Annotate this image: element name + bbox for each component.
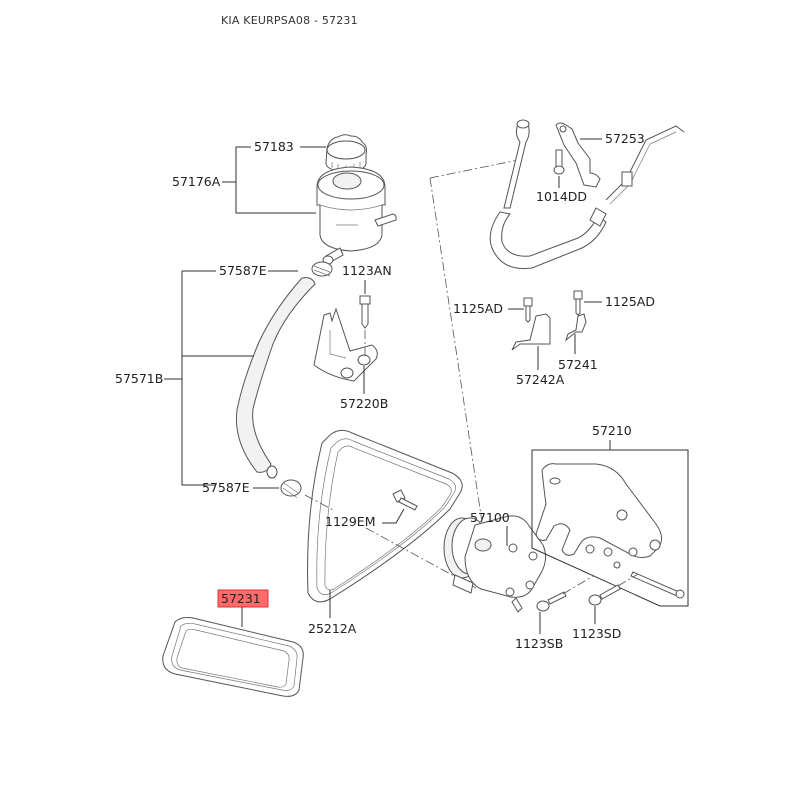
bracket-57253[interactable] [555,122,601,188]
clamp-top[interactable] [311,261,333,277]
bolt-long-57210[interactable] [630,571,685,599]
callout-57253: 57253 [580,131,645,146]
callout-1014DD: 1014DD [536,176,587,204]
reservoir-cap[interactable] [325,134,367,173]
svg-text:57210: 57210 [592,423,632,438]
svg-text:57571B: 57571B [115,371,163,386]
callout-57220B: 57220B [340,366,388,411]
svg-text:1123AN: 1123AN [342,263,392,278]
suction-hose[interactable] [235,277,316,479]
callout-57231-highlighted[interactable]: 57231 [217,589,269,627]
alignment-line [429,177,483,523]
callout-57242A: 57242A [516,346,565,387]
svg-text:57220B: 57220B [340,396,388,411]
diagram-title: KIA KEURPSA08 - 57231 [221,14,358,27]
alignment-line [304,494,336,512]
alignment-line [617,573,639,587]
pressure-hose[interactable] [489,119,607,270]
callout-1125AD-right: 1125AD [584,294,655,309]
svg-text:1125AD: 1125AD [453,301,503,316]
bracket-57210[interactable] [535,463,662,569]
svg-text:25212A: 25212A [308,621,357,636]
clip-57241[interactable] [564,313,587,342]
callout-1125AD-left: 1125AD [453,301,524,316]
power-steering-pump-57100[interactable] [443,515,547,613]
clamp-bottom[interactable] [280,479,302,499]
callout-57587E-bottom: 57587E [202,480,279,495]
svg-text:57183: 57183 [254,139,294,154]
svg-text:1123SB: 1123SB [515,636,563,651]
bolt-1123AN[interactable] [359,295,371,329]
bolt-1014DD[interactable] [553,149,565,175]
callout-57587E-top: 57587E [181,263,298,486]
callout-1123SD: 1123SD [572,606,621,641]
svg-text:1125AD: 1125AD [605,294,655,309]
callout-57176A: 57176A [172,174,236,189]
callout-57241: 57241 [558,334,598,372]
svg-text:57231: 57231 [221,591,261,606]
svg-text:57242A: 57242A [516,372,565,387]
bolt-1123SD[interactable] [588,584,621,606]
bracket-57210-frame [531,449,689,607]
svg-text:57241: 57241 [558,357,598,372]
svg-text:57587E: 57587E [202,480,250,495]
svg-text:1014DD: 1014DD [536,189,587,204]
callout-25212A: 25212A [308,590,357,636]
alignment-line [429,159,519,179]
bolt-1125AD-right[interactable] [573,290,583,316]
callout-57183: 57183 [235,139,326,214]
callout-1123AN: 1123AN [342,263,392,356]
bolt-1123SB[interactable] [536,591,567,612]
callout-57571B: 57571B [115,355,254,386]
bolt-1129EM[interactable] [392,489,418,511]
svg-text:57100: 57100 [470,510,510,525]
hard-pipe[interactable] [605,125,685,205]
clip-57242A[interactable] [511,313,551,351]
svg-text:1123SD: 1123SD [572,626,621,641]
bracket-57220B[interactable] [313,307,378,382]
alignment-line [562,575,594,595]
callout-1123SB: 1123SB [515,612,563,651]
drive-belt-25212A[interactable] [307,429,463,603]
svg-text:1129EM: 1129EM [325,514,376,529]
bolt-1125AD-left[interactable] [523,297,533,323]
reservoir-tank[interactable] [316,166,397,265]
svg-text:57587E: 57587E [219,263,267,278]
svg-text:57253: 57253 [605,131,645,146]
svg-text:57176A: 57176A [172,174,221,189]
belt-57231[interactable] [162,617,304,697]
callout-57100: 57100 [470,510,510,546]
callout-57210: 57210 [592,423,632,450]
callout-1129EM: 1129EM [325,508,405,529]
